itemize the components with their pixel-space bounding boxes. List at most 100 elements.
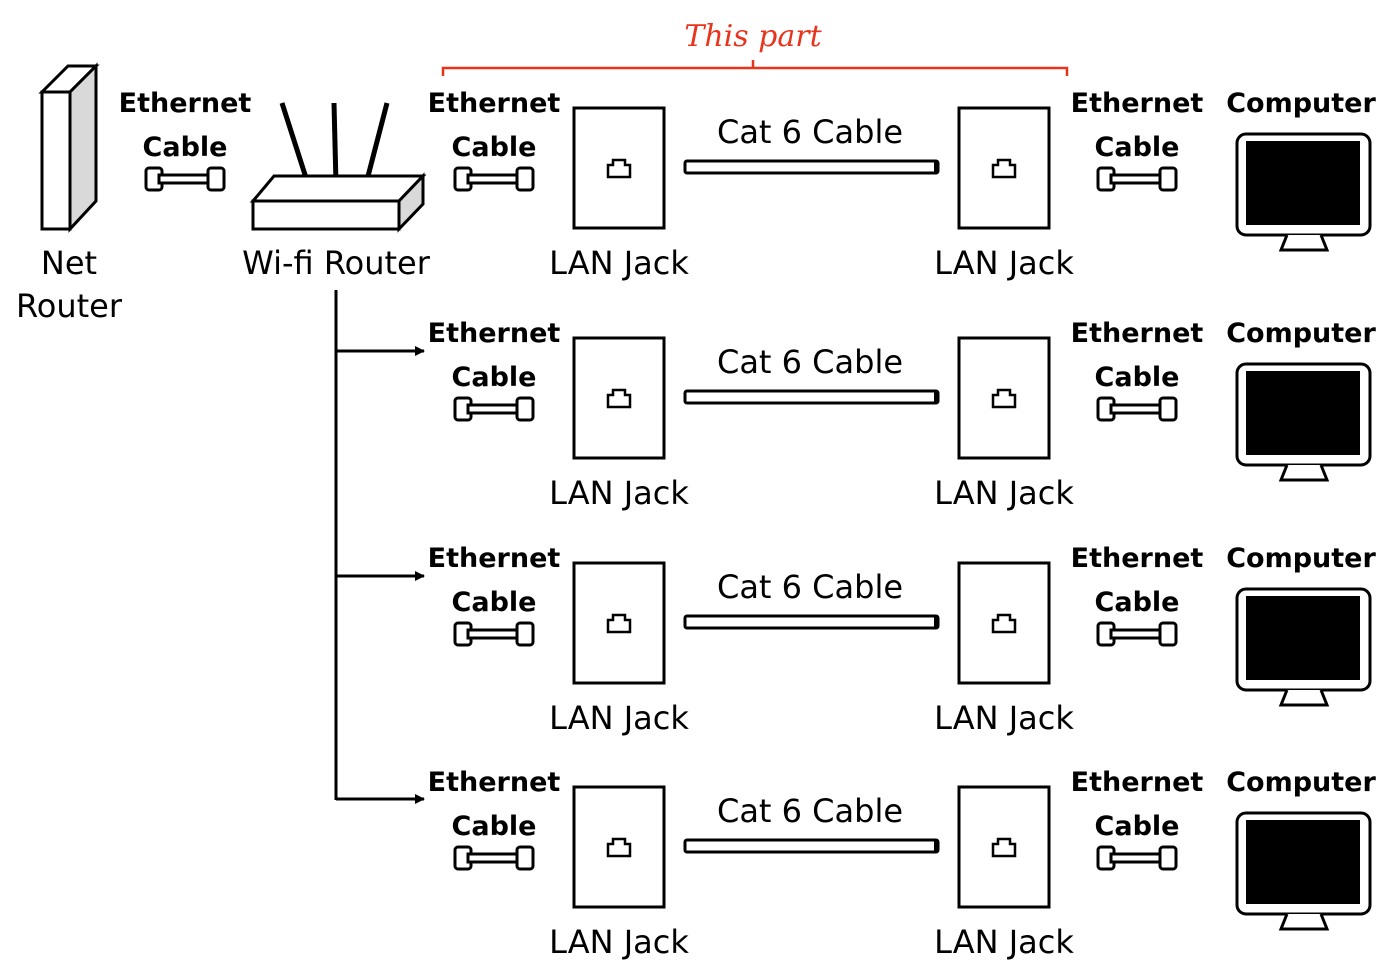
net-router: Net Router xyxy=(16,62,123,325)
lan-jack: LAN Jack xyxy=(934,336,1074,512)
lan-jack-icon xyxy=(957,336,1051,460)
lan-jack: LAN Jack xyxy=(934,106,1074,282)
lan-jack-label: LAN Jack xyxy=(934,244,1074,282)
annotation-group: This part xyxy=(441,19,1069,76)
net-router-label-line1: Net xyxy=(41,244,97,282)
lan-jack-icon xyxy=(572,336,666,460)
ethernet-cable-icon xyxy=(453,621,535,647)
cat6-cable-icon xyxy=(683,389,940,405)
ethernet-cable-icon xyxy=(453,396,535,422)
computer-monitor-icon xyxy=(1235,362,1372,482)
ethernet-label-line2: Cable xyxy=(1095,811,1180,842)
ethernet-cable-icon xyxy=(1096,396,1178,422)
lan-jack-icon xyxy=(572,561,666,685)
ethernet-cable-icon xyxy=(1096,621,1178,647)
ethernet-label-line1: Ethernet xyxy=(428,88,561,119)
computer-monitor-icon xyxy=(1235,132,1372,252)
ethernet-label-line2: Cable xyxy=(452,362,537,393)
ethernet-label-line1: Ethernet xyxy=(428,543,561,574)
computer-label: Computer xyxy=(1226,318,1376,349)
lan-jack-label: LAN Jack xyxy=(549,474,689,512)
cat6-cable-label: Cat 6 Cable xyxy=(717,568,903,606)
lan-jack-icon xyxy=(572,785,666,909)
computer-label: Computer xyxy=(1226,88,1376,119)
ethernet-label-line2: Cable xyxy=(452,811,537,842)
ethernet-label-line1: Ethernet xyxy=(1071,88,1204,119)
lan-jack-label: LAN Jack xyxy=(549,699,689,737)
cat6-cable: Cat 6 Cable xyxy=(683,792,940,854)
ethernet-label-line1: Ethernet xyxy=(1071,767,1204,798)
wifi-router: Wi-fi Router xyxy=(242,102,431,282)
computer: Computer xyxy=(1226,318,1376,482)
ethernet-cable-icon xyxy=(453,845,535,871)
ethernet-label-line1: Ethernet xyxy=(1071,543,1204,574)
cat6-cable: Cat 6 Cable xyxy=(683,568,940,630)
annotation-label: This part xyxy=(684,19,822,54)
ethernet-cable-icon xyxy=(1096,845,1178,871)
ethernet-label-line2: Cable xyxy=(452,132,537,163)
ethernet-label-line2: Cable xyxy=(143,132,228,163)
ethernet-label-line2: Cable xyxy=(1095,362,1180,393)
lan-jack-icon xyxy=(957,785,1051,909)
net-router-label-line2: Router xyxy=(16,287,123,325)
ethernet-label-line2: Cable xyxy=(1095,587,1180,618)
cat6-cable-icon xyxy=(683,614,940,630)
computer-label: Computer xyxy=(1226,543,1376,574)
lan-jack: LAN Jack xyxy=(549,785,689,961)
computer-monitor-icon xyxy=(1235,811,1372,931)
lan-jack: LAN Jack xyxy=(549,106,689,282)
computer: Computer xyxy=(1226,88,1376,252)
computer-label: Computer xyxy=(1226,767,1376,798)
ethernet-label-line1: Ethernet xyxy=(428,318,561,349)
ethernet-label-line1: Ethernet xyxy=(428,767,561,798)
lan-jack: LAN Jack xyxy=(934,561,1074,737)
lan-jack-icon xyxy=(957,561,1051,685)
bracket-icon xyxy=(441,60,1069,76)
ethernet-cable-icon xyxy=(453,166,535,192)
computer-monitor-icon xyxy=(1235,587,1372,707)
cat6-cable-label: Cat 6 Cable xyxy=(717,343,903,381)
cat6-cable-icon xyxy=(683,159,940,175)
ethernet-label-line1: Ethernet xyxy=(1071,318,1204,349)
computer: Computer xyxy=(1226,543,1376,707)
ethernet-cable-icon xyxy=(144,166,226,192)
cat6-cable-icon xyxy=(683,838,940,854)
lan-jack: LAN Jack xyxy=(934,785,1074,961)
cat6-cable: Cat 6 Cable xyxy=(683,343,940,405)
lan-jack: LAN Jack xyxy=(549,561,689,737)
lan-jack-label: LAN Jack xyxy=(549,244,689,282)
ethernet-label-line2: Cable xyxy=(452,587,537,618)
ethernet-cable-left: Ethernet Cable xyxy=(119,88,252,192)
lan-jack-label: LAN Jack xyxy=(934,699,1074,737)
lan-jack-icon xyxy=(572,106,666,230)
cat6-cable: Cat 6 Cable xyxy=(683,113,940,175)
wifi-router-icon xyxy=(249,102,427,233)
lan-jack: LAN Jack xyxy=(549,336,689,512)
ethernet-label-line2: Cable xyxy=(1095,132,1180,163)
ethernet-label-line1: Ethernet xyxy=(119,88,252,119)
lan-jack-icon xyxy=(957,106,1051,230)
cat6-cable-label: Cat 6 Cable xyxy=(717,113,903,151)
lan-jack-label: LAN Jack xyxy=(549,923,689,961)
cat6-cable-label: Cat 6 Cable xyxy=(717,792,903,830)
computer: Computer xyxy=(1226,767,1376,931)
wifi-router-label: Wi-fi Router xyxy=(242,244,431,282)
branch-lines xyxy=(334,290,425,804)
lan-jack-label: LAN Jack xyxy=(934,474,1074,512)
lan-jack-label: LAN Jack xyxy=(934,923,1074,961)
ethernet-cable-icon xyxy=(1096,166,1178,192)
